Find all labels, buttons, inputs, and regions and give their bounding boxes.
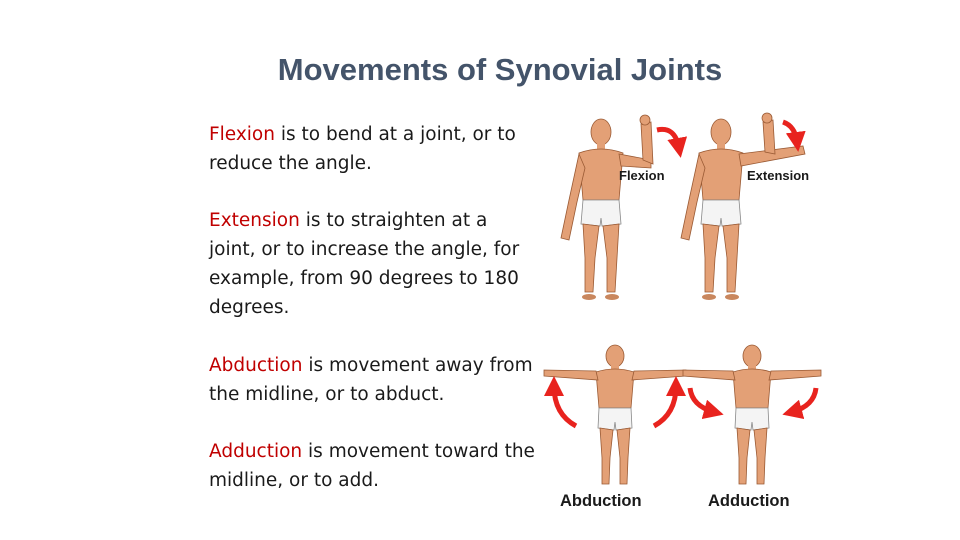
- extension-figure: [680, 112, 806, 300]
- term-extension: Extension: [209, 210, 300, 231]
- abduction-figure: [543, 344, 687, 485]
- term-flexion: Flexion: [209, 124, 275, 145]
- flexion-label: Flexion: [619, 168, 665, 183]
- slide-title: Movements of Synovial Joints: [277, 52, 723, 87]
- abduction-adduction-illustration: Abduction Adduction: [543, 344, 822, 510]
- flexion-extension-illustration: Flexion Extension: [560, 112, 809, 300]
- term-adduction: Adduction: [209, 441, 303, 462]
- definition-extension-text: is to straighten at a joint, or to incre…: [209, 210, 520, 318]
- definition-extension: Extension is to straighten at a joint, o…: [209, 206, 539, 322]
- extension-label: Extension: [747, 168, 809, 183]
- abduction-label: Abduction: [560, 492, 642, 510]
- definition-flexion: Flexion is to bend at a joint, or to red…: [209, 120, 539, 178]
- definition-adduction: Adduction is movement toward the midline…: [209, 437, 539, 495]
- term-abduction: Abduction: [209, 355, 303, 376]
- adduction-label: Adduction: [708, 492, 790, 510]
- adduction-figure: [682, 344, 822, 485]
- definition-flexion-text: is to bend at a joint, or to reduce the …: [209, 124, 516, 174]
- definition-adduction-text: is movement toward the midline, or to ad…: [209, 441, 535, 491]
- flexion-figure: [560, 114, 688, 300]
- definition-abduction: Abduction is movement away from the midl…: [209, 351, 539, 409]
- definition-abduction-text: is movement away from the midline, or to…: [209, 355, 533, 405]
